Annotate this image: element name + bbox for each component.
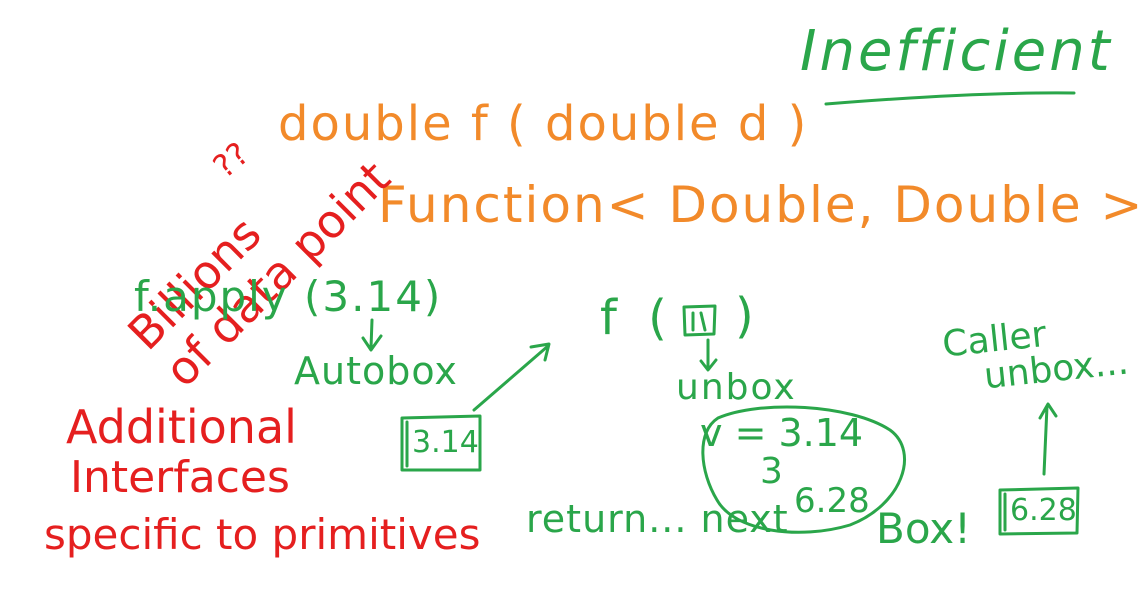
right-box-outline xyxy=(998,486,1080,536)
function-signature: double f ( double d ) xyxy=(278,96,809,152)
brace-mark: 3 xyxy=(760,451,783,492)
unbox-label: unbox xyxy=(676,367,797,408)
caller-up-arrow xyxy=(1038,402,1058,476)
f-call-close: ) xyxy=(735,288,754,344)
function-type: Function< Double, Double > xyxy=(378,176,1139,234)
boxed-value-right: 6.28 xyxy=(1010,493,1077,528)
box-exclaim: Box! xyxy=(876,504,971,553)
boxed-value-left: 3.14 xyxy=(412,425,479,460)
return-next: return... next xyxy=(526,497,789,541)
f-call: f ( xyxy=(600,290,675,346)
v-assignment: v = 3.14 xyxy=(700,411,864,455)
box-to-f-arrow xyxy=(472,342,551,412)
apply-call: f.apply (3.14) xyxy=(134,272,443,321)
autobox-label: Autobox xyxy=(294,349,458,393)
autobox-arrow xyxy=(361,318,383,352)
unbox-arrow xyxy=(699,338,718,372)
left-box-outline xyxy=(400,414,482,472)
computation-ellipse xyxy=(701,405,906,534)
additional-line1: Additional xyxy=(66,400,297,454)
inefficient-label: Inefficient xyxy=(800,19,1113,84)
result-value: 6.28 xyxy=(794,481,870,521)
additional-line2: Interfaces xyxy=(70,452,290,503)
inefficient-underline xyxy=(824,91,1076,106)
f-param-box xyxy=(682,304,717,337)
additional-line3: specific to primitives xyxy=(44,510,481,559)
